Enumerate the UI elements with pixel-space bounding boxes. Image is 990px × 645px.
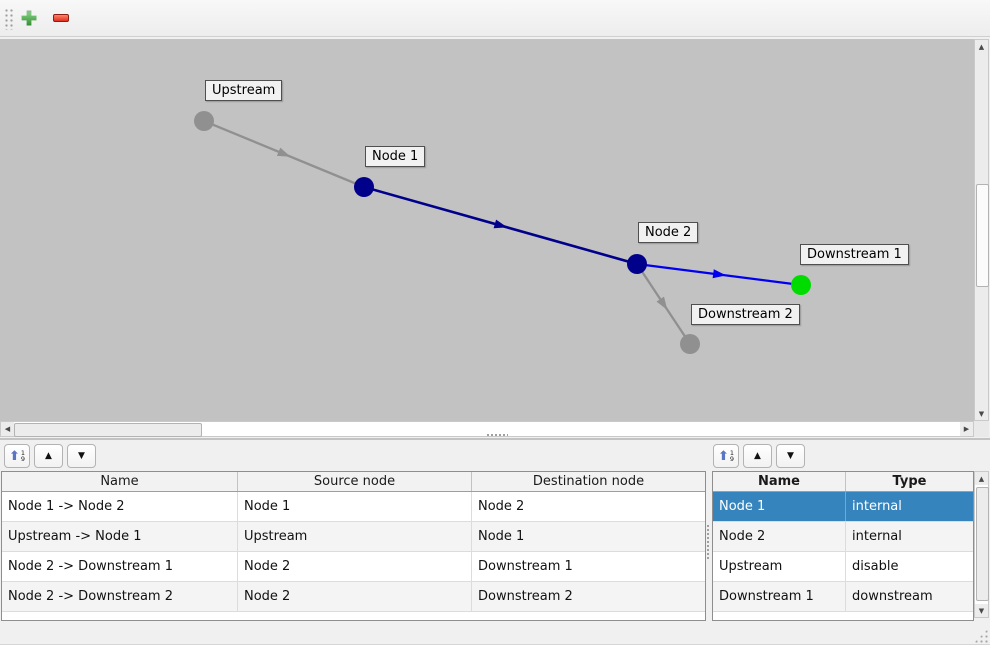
graph-node-downstream2[interactable] (680, 334, 700, 354)
cell-name: Upstream -> Node 1 (2, 522, 238, 551)
cell-type: internal (852, 499, 902, 514)
cell-source: Node 1 (238, 492, 472, 521)
arrow-up-icon: ▲ (45, 451, 52, 461)
cell-type: disable (852, 559, 899, 574)
node-row[interactable]: Node 2 internal (713, 522, 973, 552)
cell-name: Node 1 -> Node 2 (2, 492, 238, 521)
col-header-name[interactable]: Name (713, 472, 846, 491)
empty-row (2, 612, 705, 619)
node-row[interactable]: Downstream 1 downstream (713, 582, 973, 612)
edge-row[interactable]: Node 2 -> Downstream 2 Node 2 Downstream… (2, 582, 705, 612)
canvas-vscroll-thumb[interactable] (976, 184, 989, 287)
edge-move-up-button[interactable]: ▲ (34, 444, 63, 468)
arrow-up-icon: ▲ (754, 451, 761, 461)
node-table-scroll-thumb[interactable] (976, 487, 989, 601)
arrow-down-icon: ▼ (787, 451, 794, 461)
node-row-selected[interactable]: Node 1 internal (713, 492, 973, 522)
main-toolbar (0, 0, 990, 37)
canvas-hscroll-thumb[interactable] (14, 423, 202, 437)
edge-arrow-icon (493, 219, 508, 229)
scroll-down-icon[interactable]: ▼ (975, 604, 988, 617)
edge-row[interactable]: Node 1 -> Node 2 Node 1 Node 2 (2, 492, 705, 522)
cell-name: Node 2 -> Downstream 2 (2, 582, 238, 611)
scroll-up-icon[interactable]: ▲ (975, 472, 988, 485)
node-table-header: Name Type (713, 472, 973, 492)
cell-type: internal (852, 529, 902, 544)
toolbar-drag-handle[interactable] (4, 8, 14, 30)
cell-name: Node 2 (713, 522, 846, 551)
node-move-up-button[interactable]: ▲ (743, 444, 772, 468)
col-header-destination-node[interactable]: Destination node (532, 474, 645, 489)
edge-table: Name Source node Destination node Node 1… (1, 471, 706, 621)
col-header-source-node[interactable]: Source node (238, 472, 472, 491)
node-row[interactable]: Upstream disable (713, 552, 973, 582)
cell-name: Upstream (713, 552, 846, 581)
vertical-splitter-handle[interactable] (706, 524, 710, 560)
node-label-node1: Node 1 (365, 146, 426, 167)
node-label-node2: Node 2 (638, 222, 699, 243)
edge-arrow-icon (276, 147, 291, 157)
cell-destination: Node 1 (478, 529, 525, 544)
empty-row (713, 612, 973, 619)
cell-source: Node 2 (238, 582, 472, 611)
horizontal-splitter[interactable] (0, 438, 990, 440)
node-table-scrollbar[interactable]: ▲ ▼ (974, 471, 989, 618)
graph-node-upstream[interactable] (194, 111, 214, 131)
edge-arrow-icon (656, 296, 668, 310)
window-resize-grip[interactable] (974, 629, 988, 643)
node-label-downstream1: Downstream 1 (800, 244, 909, 265)
scroll-up-icon[interactable]: ▲ (975, 40, 988, 53)
col-header-name[interactable]: Name (2, 472, 238, 491)
scroll-left-icon[interactable]: ◀ (1, 422, 14, 436)
remove-node-button[interactable] (49, 6, 73, 30)
cell-name: Downstream 1 (713, 582, 846, 611)
cell-source: Node 2 (238, 552, 472, 581)
arrow-down-icon: ▼ (78, 451, 85, 461)
cell-name: Node 2 -> Downstream 1 (2, 552, 238, 581)
graph-node-node2[interactable] (627, 254, 647, 274)
node-table: Name Type Node 1 internal Node 2 interna… (712, 471, 974, 621)
col-header-type[interactable]: Type (892, 474, 927, 489)
cell-destination: Downstream 1 (478, 559, 573, 574)
node-label-downstream2: Downstream 2 (691, 304, 800, 325)
node-label-upstream: Upstream (205, 80, 283, 101)
edge-row[interactable]: Upstream -> Node 1 Upstream Node 1 (2, 522, 705, 552)
scroll-right-icon[interactable]: ▶ (960, 422, 973, 436)
canvas-vertical-scrollbar[interactable]: ▲ ▼ (974, 39, 989, 421)
status-bar (0, 622, 990, 644)
cell-name: Node 1 (713, 492, 846, 521)
plus-icon (21, 10, 37, 26)
canvas-horizontal-scrollbar[interactable]: ◀ ▶ (0, 421, 974, 437)
cell-destination: Node 2 (478, 499, 525, 514)
edge-table-header: Name Source node Destination node (2, 472, 705, 492)
edge-row[interactable]: Node 2 -> Downstream 1 Node 2 Downstream… (2, 552, 705, 582)
scrollbar-corner (974, 421, 989, 437)
scroll-down-icon[interactable]: ▼ (975, 407, 988, 420)
add-node-button[interactable] (17, 6, 41, 30)
graph-svg (194, 111, 811, 354)
edge-arrow-icon (712, 269, 727, 279)
graph-node-node1[interactable] (354, 177, 374, 197)
cell-destination: Downstream 2 (478, 589, 573, 604)
minus-icon (53, 14, 69, 22)
node-move-down-button[interactable]: ▼ (776, 444, 805, 468)
graph-node-downstream1[interactable] (791, 275, 811, 295)
cell-source: Upstream (238, 522, 472, 551)
horizontal-splitter-handle[interactable] (486, 433, 508, 437)
edge-move-down-button[interactable]: ▼ (67, 444, 96, 468)
cell-type: downstream (852, 589, 933, 604)
